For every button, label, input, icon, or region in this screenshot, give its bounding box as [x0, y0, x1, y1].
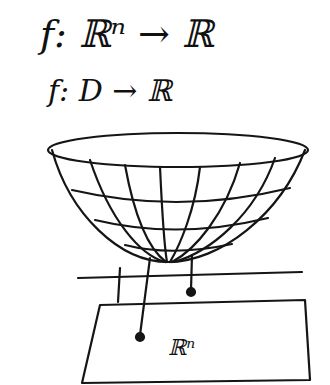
bowl-meridian [90, 160, 165, 262]
domain-label: ℝⁿ [168, 336, 195, 360]
bowl-meridian [160, 167, 167, 262]
bowl-meridian [170, 167, 200, 262]
point-dot [187, 288, 195, 296]
bowl-rim [48, 133, 308, 167]
point-dot [136, 333, 144, 341]
drop-line [140, 258, 150, 335]
axis-line [78, 272, 302, 278]
domain-plane [82, 300, 310, 383]
bowl-outline [52, 150, 305, 262]
axis-line [118, 268, 120, 302]
function-label: f: D → ℝ [48, 74, 172, 107]
drop-line [191, 255, 192, 290]
bowl-meridian [125, 165, 166, 262]
function-label: f: ℝⁿ → ℝ [40, 14, 214, 56]
bowl-meridian [174, 158, 275, 262]
